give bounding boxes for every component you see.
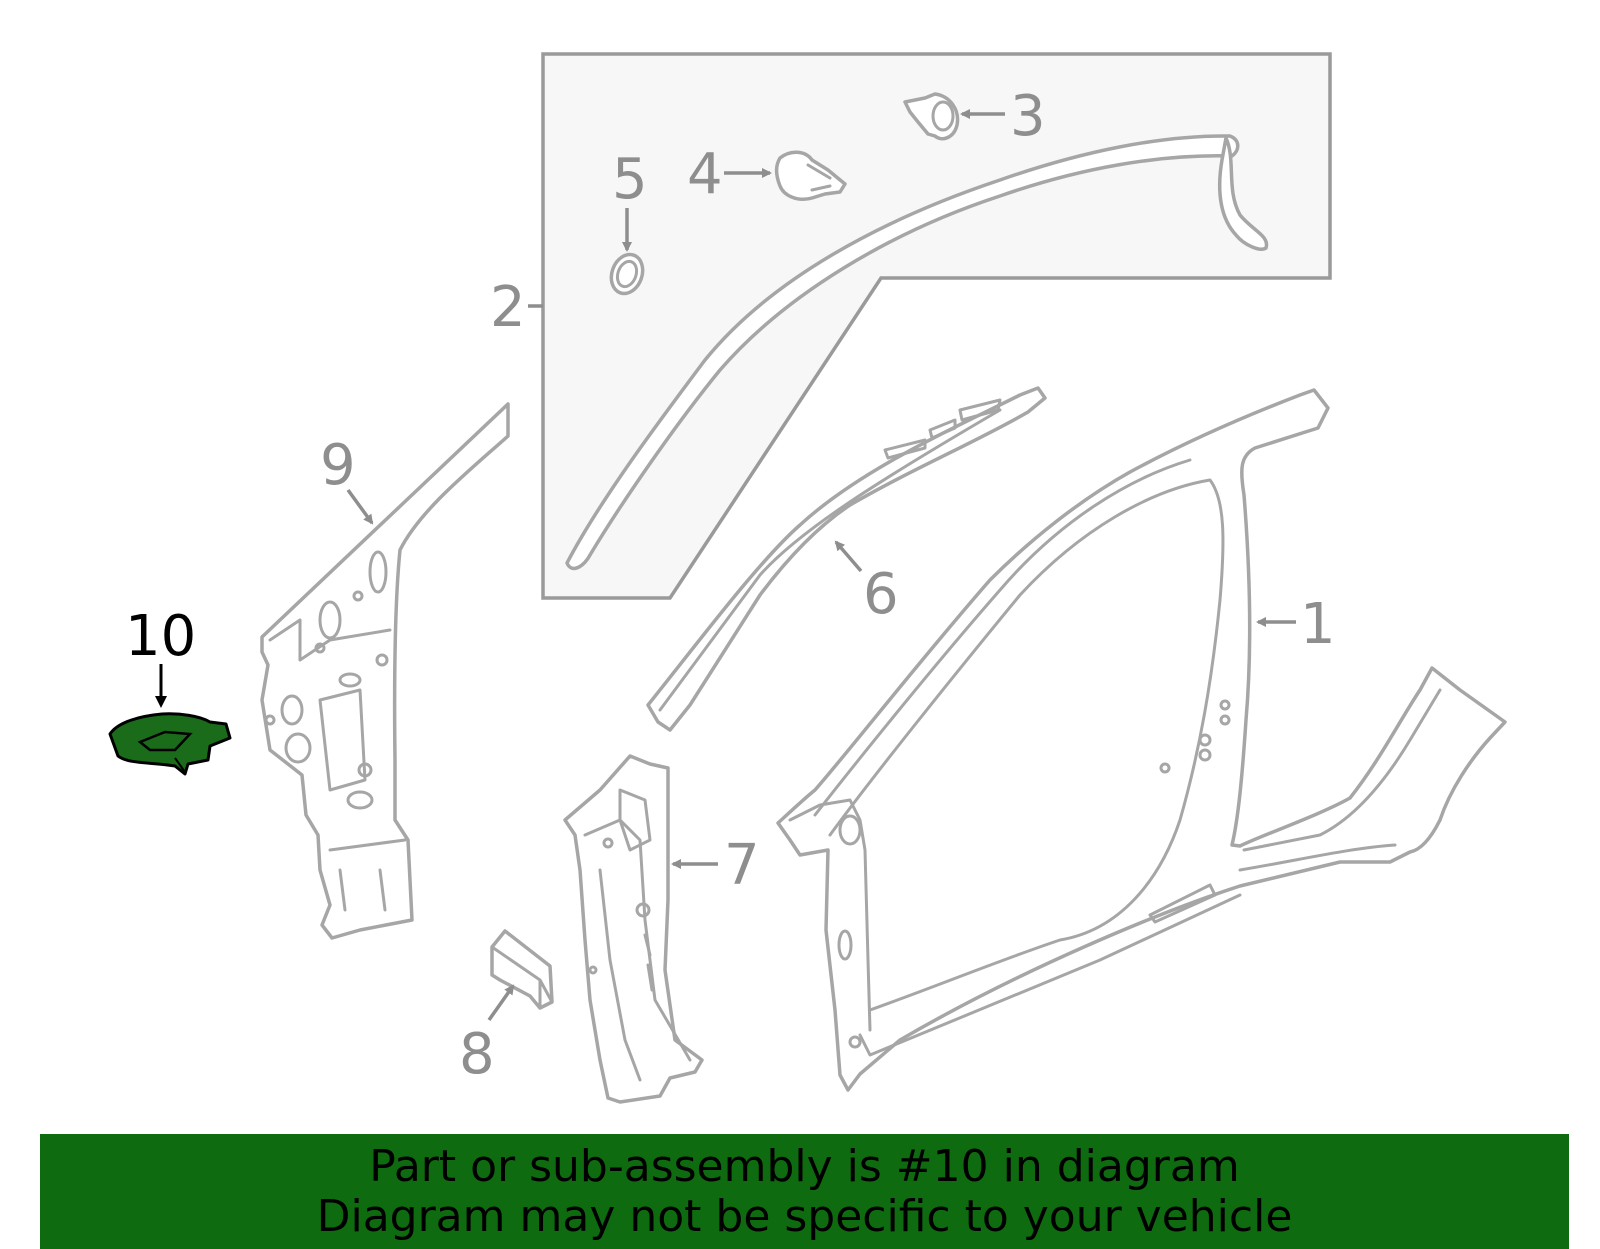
- info-banner: Part or sub-assembly is #10 in diagram D…: [40, 1134, 1569, 1249]
- leader-8: [487, 984, 515, 1022]
- banner-line-1: Part or sub-assembly is #10 in diagram: [369, 1140, 1240, 1192]
- callout-8: 8: [459, 1022, 495, 1087]
- part-8-bracket: [490, 929, 554, 1010]
- callout-10: 10: [125, 604, 196, 669]
- inset-box: [541, 52, 1332, 600]
- part-1-side-panel: [776, 388, 1507, 1092]
- callout-1: 1: [1300, 592, 1336, 657]
- part-10-bracket: [108, 712, 232, 776]
- part-3-clip: [903, 92, 960, 141]
- callout-7: 7: [724, 833, 760, 898]
- callout-6: 6: [863, 562, 899, 627]
- callout-3: 3: [1010, 84, 1046, 149]
- part-4-clip: [774, 150, 847, 201]
- callout-5: 5: [612, 147, 648, 212]
- leader-6: [834, 540, 863, 573]
- part-7-hinge-pillar: [563, 754, 704, 1104]
- callout-4: 4: [687, 142, 723, 207]
- leader-9: [346, 488, 374, 525]
- callout-2: 2: [490, 275, 526, 340]
- part-6-rail: [646, 386, 1047, 732]
- part-2-molding: [565, 134, 1269, 571]
- banner-line-2: Diagram may not be specific to your vehi…: [316, 1190, 1293, 1242]
- callout-9: 9: [320, 433, 356, 498]
- part-5-grommet: [609, 252, 645, 296]
- part-9-pillar-inner: [260, 402, 510, 940]
